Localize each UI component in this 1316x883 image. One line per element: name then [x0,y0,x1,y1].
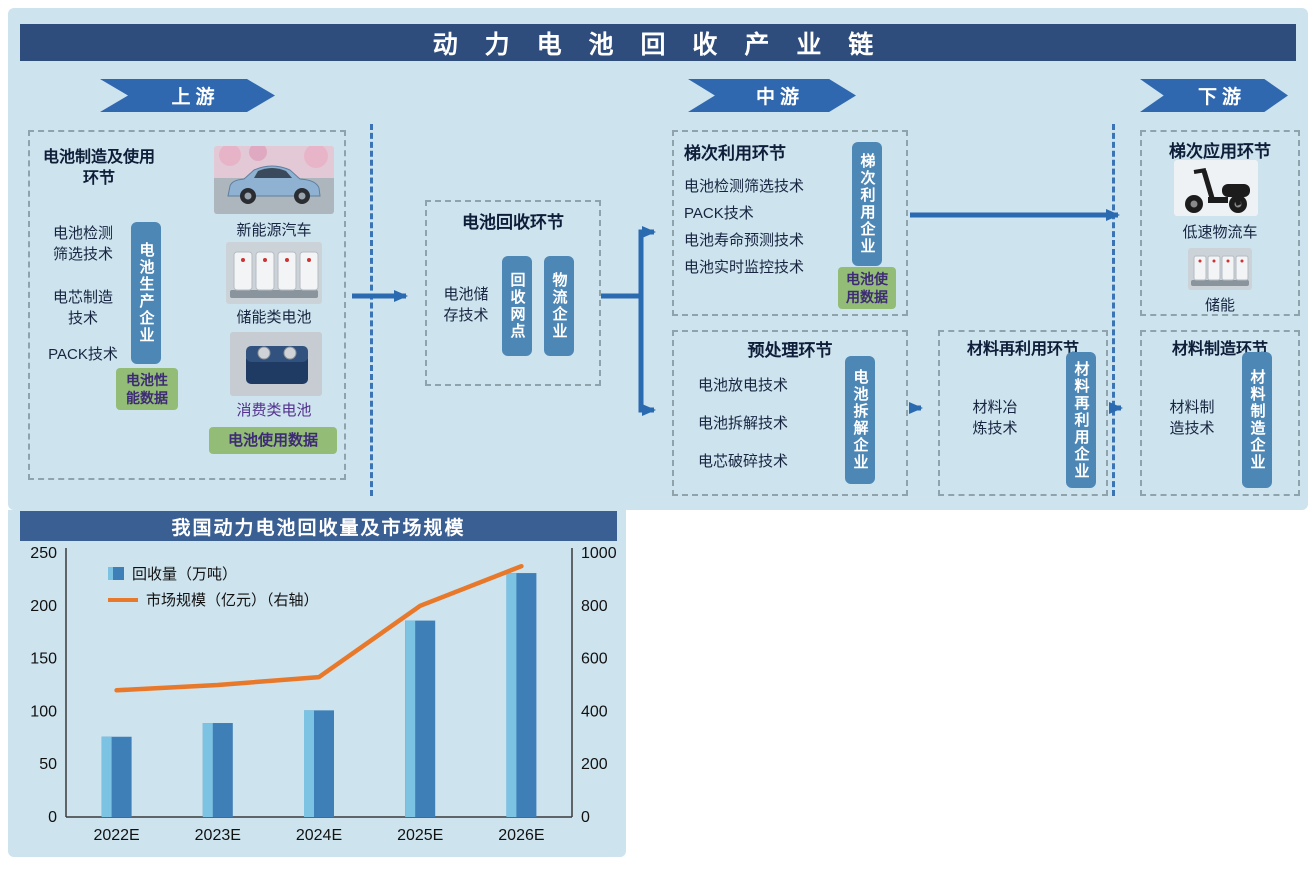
cascade-enterprise-badge: 梯次利用企业 [852,142,882,266]
left-axis-tick-label: 100 [30,703,57,720]
box-cascade-application [1140,130,1300,316]
recycling-volume-bar-highlight [101,736,112,817]
x-category-label: 2025E [397,827,443,844]
box-battery-manufacture [28,130,346,480]
box-cascade-utilization [672,130,908,316]
box-material-manufacture [1140,330,1300,496]
battery-cell-icon [246,346,308,384]
battery-producer-badge: 电池生产企业 [131,222,161,364]
consumer-battery-label: 消费类电池 [236,402,312,419]
cascade-item-lifespan: 电池寿命预测技术 [684,232,805,249]
left-axis-tick-label: 250 [30,545,57,562]
recycling-volume-chart: 0 50 100 150 200 250 0 200 400 600 800 1000 2022E 202… [30,545,617,844]
logistics-enterprise-badge: 物流企业 [544,256,574,356]
material-mfg-title: 材料制造环节 [1171,341,1268,358]
cascade-application-title: 梯次应用环节 [1169,142,1271,161]
recycle-tech-storage: 电池储 存技术 [443,286,489,324]
recycling-volume-bar-highlight [202,723,213,817]
new-energy-vehicle-image [214,146,334,214]
legend-bar-label: 回收量（万吨） [132,566,237,583]
pretreat-item-discharge: 电池放电技术 [698,377,789,394]
right-axis-tick-label: 0 [581,809,590,826]
cascade-item-pack: PACK技术 [684,205,754,222]
right-axis-tick-label: 800 [581,598,608,615]
left-axis-tick-label: 0 [48,809,57,826]
manufacture-tech-pack: PACK技术 [48,346,118,363]
banner-upstream: 上游 [100,79,275,112]
recycle-title: 电池回收环节 [462,213,564,232]
vehicle-label: 新能源汽车 [236,222,312,239]
market-scale-line [114,563,524,693]
battery-usage-data-badge-cascade: 电池使 用数据 [838,267,896,309]
chart-title-bar: 我国动力电池回收量及市场规模 [20,511,617,541]
material-mfg-enterprise-badge: 材料制造企业 [1242,352,1272,488]
page-title: 动 力 电 池 回 收 产 业 链 [20,24,1296,61]
right-axis-tick-label: 600 [581,651,608,668]
material-mfg-tech: 材料制 造技术 [1169,399,1215,437]
banner-midstream: 中游 [688,79,856,112]
cascade-item-monitoring: 电池实时监控技术 [684,259,805,276]
x-category-label: 2026E [498,827,544,844]
x-category-label: 2022E [93,827,139,844]
material-reuse-title: 材料再利用环节 [966,341,1079,358]
manufacture-tech-cell: 电芯制造 技术 [52,289,113,327]
pretreat-item-crush: 电芯破碎技术 [698,453,789,470]
logistics-vehicle-label: 低速物流车 [1182,224,1258,241]
legend-line-label: 市场规模（亿元）（右轴） [146,592,319,609]
left-axis-tick-label: 50 [39,756,57,773]
x-category-label: 2024E [296,827,342,844]
cascade-title: 梯次利用环节 [684,144,786,163]
recycling-volume-bar-highlight [506,573,517,817]
divider-midstream-downstream [1112,124,1115,496]
left-axis-tick-label: 200 [30,598,57,615]
box-material-reuse [938,330,1108,496]
pretreatment-title: 预处理环节 [747,341,833,360]
energy-storage-image [1188,248,1252,290]
battery-performance-data-badge: 电池性 能数据 [116,368,178,410]
banner-downstream: 下游 [1140,79,1288,112]
storage-battery-image [226,242,322,304]
recycle-network-badge: 回收网点 [502,256,532,356]
right-axis-tick-label: 400 [581,703,608,720]
battery-rack-icon [230,251,319,298]
divider-upstream-midstream [370,124,373,496]
x-category-label: 2023E [195,827,241,844]
legend-bar-swatch-highlight [108,567,113,580]
recycling-volume-bar-highlight [304,710,314,817]
storage-rack-icon [1191,255,1249,286]
right-axis-tick-label: 1000 [581,545,617,562]
left-axis-tick-label: 150 [30,651,57,668]
box-battery-recycle [425,200,601,386]
consumer-battery-image [230,332,322,396]
box-pretreatment [672,330,908,496]
manufacture-title: 电池制造及使用 环节 [42,149,155,187]
storage-battery-label: 储能类电池 [236,309,312,326]
car-icon [214,146,334,214]
material-reuse-enterprise-badge: 材料再利用企业 [1066,352,1096,488]
dismantle-enterprise-badge: 电池拆解企业 [845,356,875,484]
right-axis-tick-label: 200 [581,756,608,773]
recycling-volume-bar-highlight [405,620,416,817]
energy-storage-label: 储能 [1204,297,1235,314]
battery-usage-data-badge-upstream: 电池使用数据 [209,427,337,454]
logistics-vehicle-image [1174,160,1258,216]
material-reuse-tech: 材料冶 炼技术 [972,399,1018,437]
pretreat-item-dismantle: 电池拆解技术 [698,415,789,432]
scooter-icon [1185,168,1250,213]
cascade-item-detection: 电池检测筛选技术 [684,178,805,195]
manufacture-tech-detection: 电池检测 筛选技术 [52,225,113,263]
